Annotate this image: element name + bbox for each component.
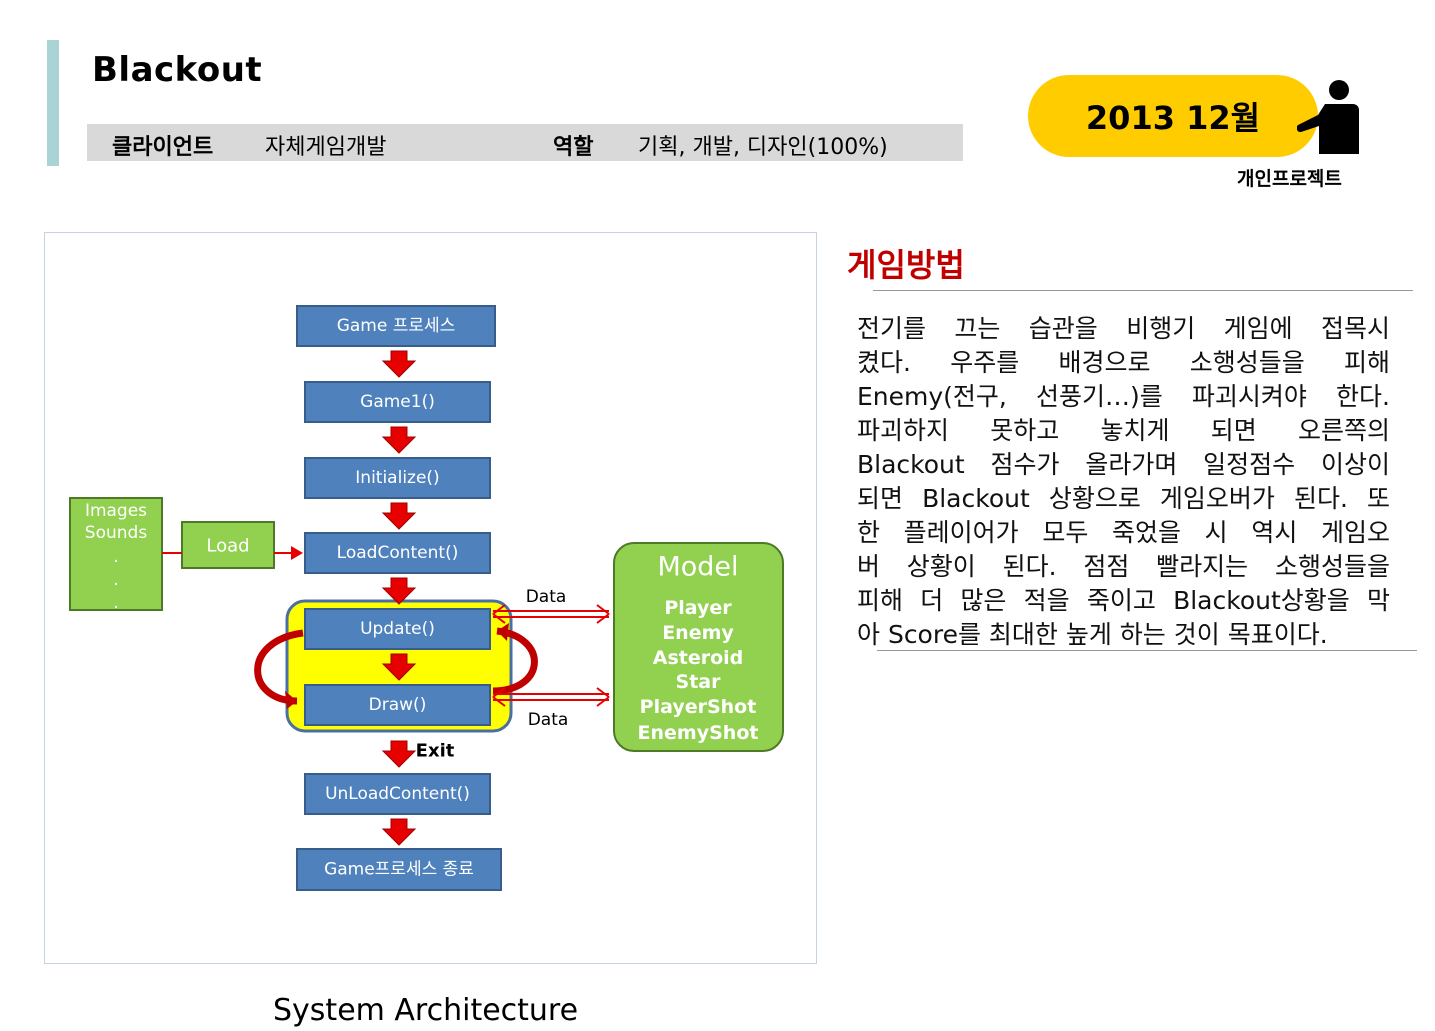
load-label: Load (206, 536, 249, 557)
role-key: 역할 (553, 135, 594, 160)
project-title: Blackout (92, 50, 263, 90)
game1-box-label: Game1() (360, 392, 435, 412)
data-arrow-draw-head-right (596, 687, 610, 707)
description-line: 파괴하지 못하고 놓치게 되면 오른쪽의 (857, 416, 1390, 445)
person-presenter-icon (1297, 80, 1359, 154)
resources-line: . (113, 570, 118, 590)
model-item: Player (664, 597, 732, 619)
loop-arrowhead-left (285, 691, 297, 709)
update-box (304, 608, 491, 650)
model-item: EnemyShot (638, 722, 759, 744)
project-type-label: 개인프로젝트 (1237, 168, 1342, 190)
flow-arrow (381, 350, 417, 378)
description-line: 켰다. 우주를 배경으로 소행성들을 피해 (857, 348, 1390, 377)
accent-bar (47, 40, 59, 166)
resources-line: Sounds (85, 523, 148, 543)
update-box-label: Update() (360, 619, 435, 639)
diagram-canvas: Game 프로세스 Game1() Initialize() LoadContent(… (69, 305, 784, 891)
flow-arrow (381, 653, 417, 681)
data-arrow-update-head-right (596, 604, 610, 624)
initialize-box-label: Initialize() (355, 468, 439, 488)
role-value: 기획, 개발, 디자인(100%) (638, 135, 888, 160)
unloadcontent-box (304, 773, 491, 815)
info-bar: 클라이언트 자체게임개발 역할 기획, 개발, 디자인(100%) (87, 124, 963, 161)
draw-box (304, 684, 491, 726)
model-box (613, 542, 784, 752)
client-value: 자체게임개발 (265, 135, 387, 160)
model-item: Star (676, 671, 722, 693)
howto-title: 게임방법 (847, 246, 965, 284)
top-rule (873, 290, 1413, 291)
description-line: 피해 더 많은 적을 죽이고 Blackout상황을 막 (857, 586, 1390, 615)
description-line: Blackout 점수가 올라가며 일정점수 이상이 (857, 450, 1390, 479)
architecture-diagram: Game 프로세스 Game1() Initialize() LoadContent(… (44, 232, 817, 964)
model-title: Model (657, 552, 738, 583)
resources-box (69, 497, 163, 611)
resources-line: Images (85, 501, 147, 521)
data-arrow-draw-head-left (492, 687, 506, 707)
resources-line: . (113, 547, 118, 567)
resources-line: . (113, 593, 118, 613)
bottom-rule (877, 650, 1417, 651)
game-process-box (296, 305, 496, 347)
loadcontent-box-label: LoadContent() (337, 543, 459, 563)
description-line: 전기를 끄는 습관을 비행기 게임에 접목시 (857, 314, 1390, 343)
loop-arrow-right (492, 627, 538, 695)
data-label-bottom: Data (528, 710, 569, 730)
loop-arrow-left (254, 629, 304, 705)
description-line: 한 플레이어가 모두 죽었을 시 역시 게임오 (857, 518, 1390, 547)
description-line: 버 상황이 된다. 점점 빨라지는 소행성들을 (857, 552, 1390, 581)
game-exit-box-label: Game프로세스 종료 (324, 860, 474, 880)
flow-arrow (381, 426, 417, 454)
flow-arrow (381, 740, 417, 768)
load-arrowhead (291, 546, 303, 560)
model-item: Enemy (662, 622, 734, 644)
flow-arrow (381, 577, 417, 605)
initialize-box (304, 457, 491, 499)
diagram-caption: System Architecture (273, 993, 579, 1028)
game-exit-box (296, 848, 502, 891)
data-label-top: Data (526, 587, 567, 607)
loadcontent-box (304, 532, 491, 574)
description-line: 되면 Blackout 상황으로 게임오버가 된다. 또 (857, 484, 1390, 513)
exit-label: Exit (416, 741, 455, 762)
data-arrow-update-head-left (492, 604, 506, 624)
load-box (181, 521, 275, 569)
draw-box-label: Draw() (369, 695, 427, 715)
model-item: PlayerShot (640, 696, 757, 718)
unloadcontent-box-label: UnLoadContent() (325, 784, 470, 804)
date-badge: 2013 12월 (1028, 75, 1318, 157)
flow-arrow (381, 502, 417, 530)
loop-arrowhead-right (497, 623, 509, 641)
client-key: 클라이언트 (112, 135, 214, 160)
model-item: Asteroid (653, 647, 744, 669)
game1-box (304, 381, 491, 423)
description-line: 아 Score를 최대한 높게 하는 것이 목표이다. (857, 620, 1328, 649)
description-line: Enemy(전구, 선풍기…)를 파괴시켜야 한다. (857, 382, 1390, 411)
flow-arrow (381, 818, 417, 846)
game-process-box-label: Game 프로세스 (337, 316, 456, 336)
